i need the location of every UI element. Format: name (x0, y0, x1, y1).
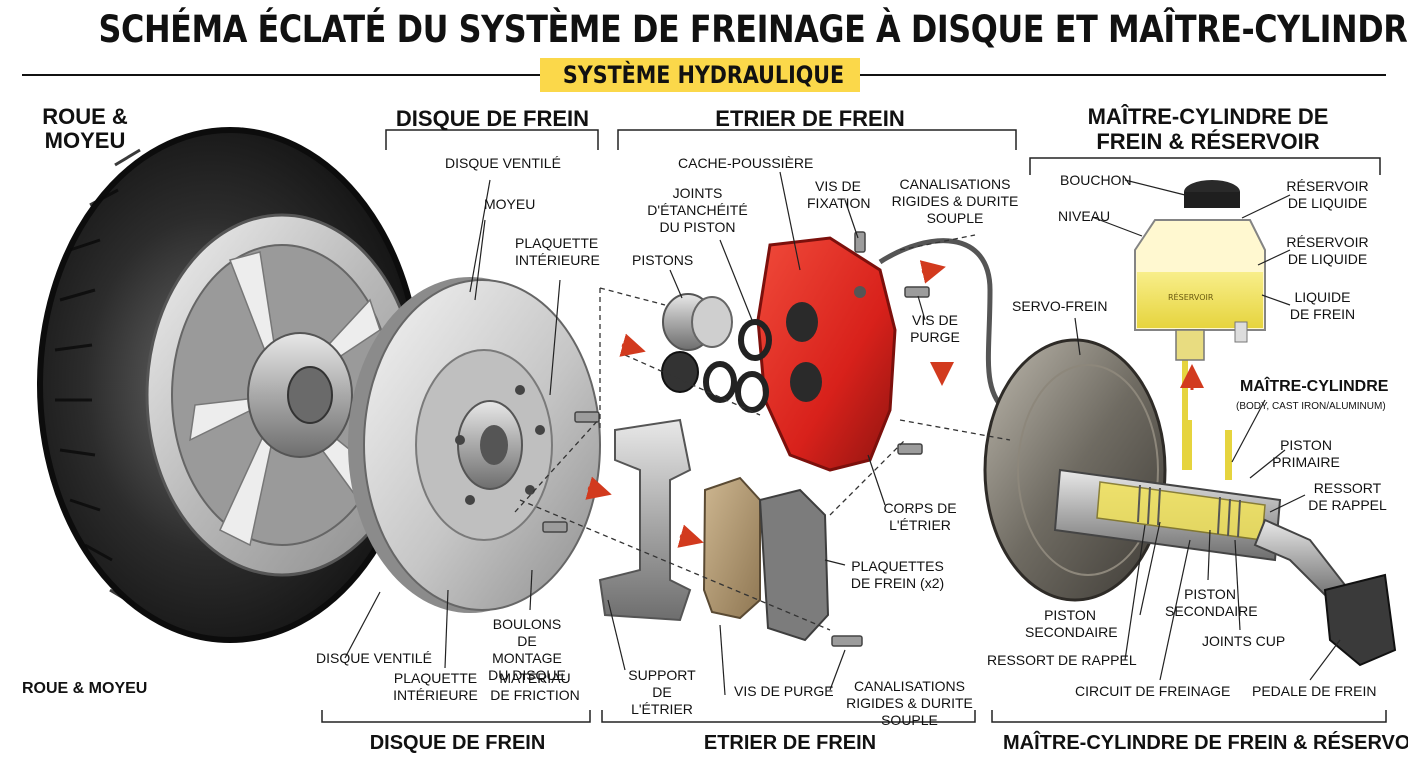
servo-booster-illustration (983, 338, 1167, 602)
dashed-guide-lines (514, 234, 1011, 631)
label-niveau: NIVEAU (1058, 208, 1111, 224)
label-materiau: MATÉRIAU DE FRICTION (490, 670, 580, 703)
section-disc-bottom: DISQUE DE FREIN (369, 732, 546, 754)
label-vis-purge-top: VIS DE PURGE (910, 312, 960, 345)
section-disc-top: DISQUE DE FREIN (395, 106, 590, 131)
brake-pedal-illustration (1253, 518, 1397, 667)
label-piston-secondaire-left: PISTON SECONDAIRE (1025, 607, 1118, 640)
label-vis-purge-bottom: VIS DE PURGE (734, 683, 834, 699)
reservoir-tag: RÉSERVOIR (1168, 291, 1214, 302)
label-maitre-cylindre-sub: (BODY, CAST IRON/ALUMINUM) (1236, 401, 1386, 412)
label-canalisations-bottom: CANALISATIONS RIGIDES & DURITE SOUPLE (846, 678, 973, 728)
label-cache-poussiere: CACHE-POUSSIÈRE (678, 155, 814, 171)
label-servo: SERVO-FREIN (1012, 298, 1108, 314)
subtitle-badge: SYSTÈME HYDRAULIQUE (540, 58, 860, 92)
label-ressort-rappel-left: RESSORT DE RAPPEL (987, 652, 1137, 668)
wheel-tire-illustration (37, 127, 423, 643)
label-piston-secondaire-mid: PISTON SECONDAIRE (1165, 586, 1258, 619)
section-caliper-top: ETRIER DE FREIN (715, 106, 905, 131)
label-bouchon: BOUCHON (1060, 172, 1132, 188)
label-reservoir-2: RÉSERVOIR DE LIQUIDE (1286, 234, 1369, 267)
label-piston-primaire: PISTON PRIMAIRE (1272, 437, 1340, 470)
subtitle-text: SYSTÈME HYDRAULIQUE (562, 61, 845, 89)
label-canalisations-top: CANALISATIONS RIGIDES & DURITE SOUPLE (891, 176, 1019, 226)
caliper-bracket-illustration (598, 418, 692, 622)
label-boulons: BOULONS DE MONTAGE DU DISQUE (488, 616, 566, 683)
brake-pads-illustration (702, 476, 830, 642)
leader-lines (344, 171, 1341, 696)
label-disque-ventile-bottom: DISQUE VENTILÉ (316, 650, 432, 666)
section-wheel-bottom: ROUE & MOYEU (22, 680, 148, 697)
section-master-top: MAÎTRE-CYLINDRE DE FREIN & RÉSERVOIR (1087, 104, 1329, 154)
label-corps-etrier: CORPS DE L'ÉTRIER (883, 500, 957, 533)
label-plaquettes-frein: PLAQUETTES DE FREIN (x2) (850, 558, 945, 591)
label-pistons: PISTONS (632, 252, 694, 268)
flow-arrows (585, 260, 1204, 548)
caliper-body-illustration (756, 236, 897, 472)
page-title: SCHÉMA ÉCLATÉ DU SYSTÈME DE FREINAGE À D… (98, 8, 1408, 51)
section-wheel-top: ROUE & MOYEU (42, 104, 128, 153)
label-support-etrier: SUPPORT DE L'ÉTRIER (628, 667, 696, 717)
label-joints-cup: JOINTS CUP (1202, 633, 1286, 649)
label-plaquette-interieure-bottom: PLAQUETTE INTÉRIEURE (393, 670, 478, 703)
label-plaquette-interieure-top: PLAQUETTE INTÉRIEURE (515, 235, 600, 268)
brake-disc-illustration (348, 277, 601, 613)
label-moyeu: MOYEU (484, 196, 536, 212)
section-master-bottom: MAÎTRE-CYLINDRE DE FREIN & RÉSERVOIR (1003, 732, 1408, 754)
master-cylinder-illustration (1053, 360, 1282, 562)
section-caliper-bottom: ETRIER DE FREIN (703, 732, 877, 754)
label-reservoir-1: RÉSERVOIR DE LIQUIDE (1286, 178, 1369, 211)
label-liquide: LIQUIDE DE FREIN (1289, 289, 1356, 322)
section-brackets (321, 129, 1387, 723)
label-disque-ventile-top: DISQUE VENTILÉ (445, 155, 561, 171)
label-joints-piston: JOINTS D'ÉTANCHÉITÉ DU PISTON (647, 185, 748, 235)
label-maitre-cylindre: MAÎTRE-CYLINDRE (1240, 378, 1389, 395)
brake-line-illustration (878, 238, 1012, 417)
reservoir-illustration (1134, 180, 1266, 361)
label-vis-fixation: VIS DE FIXATION (807, 178, 871, 211)
label-pedale: PEDALE DE FREIN (1252, 683, 1377, 699)
pistons-seals-illustration (661, 293, 772, 413)
label-circuit: CIRCUIT DE FREINAGE (1075, 683, 1231, 699)
bolts-illustration (542, 231, 930, 647)
label-ressort-rappel-right: RESSORT DE RAPPEL (1308, 480, 1387, 513)
